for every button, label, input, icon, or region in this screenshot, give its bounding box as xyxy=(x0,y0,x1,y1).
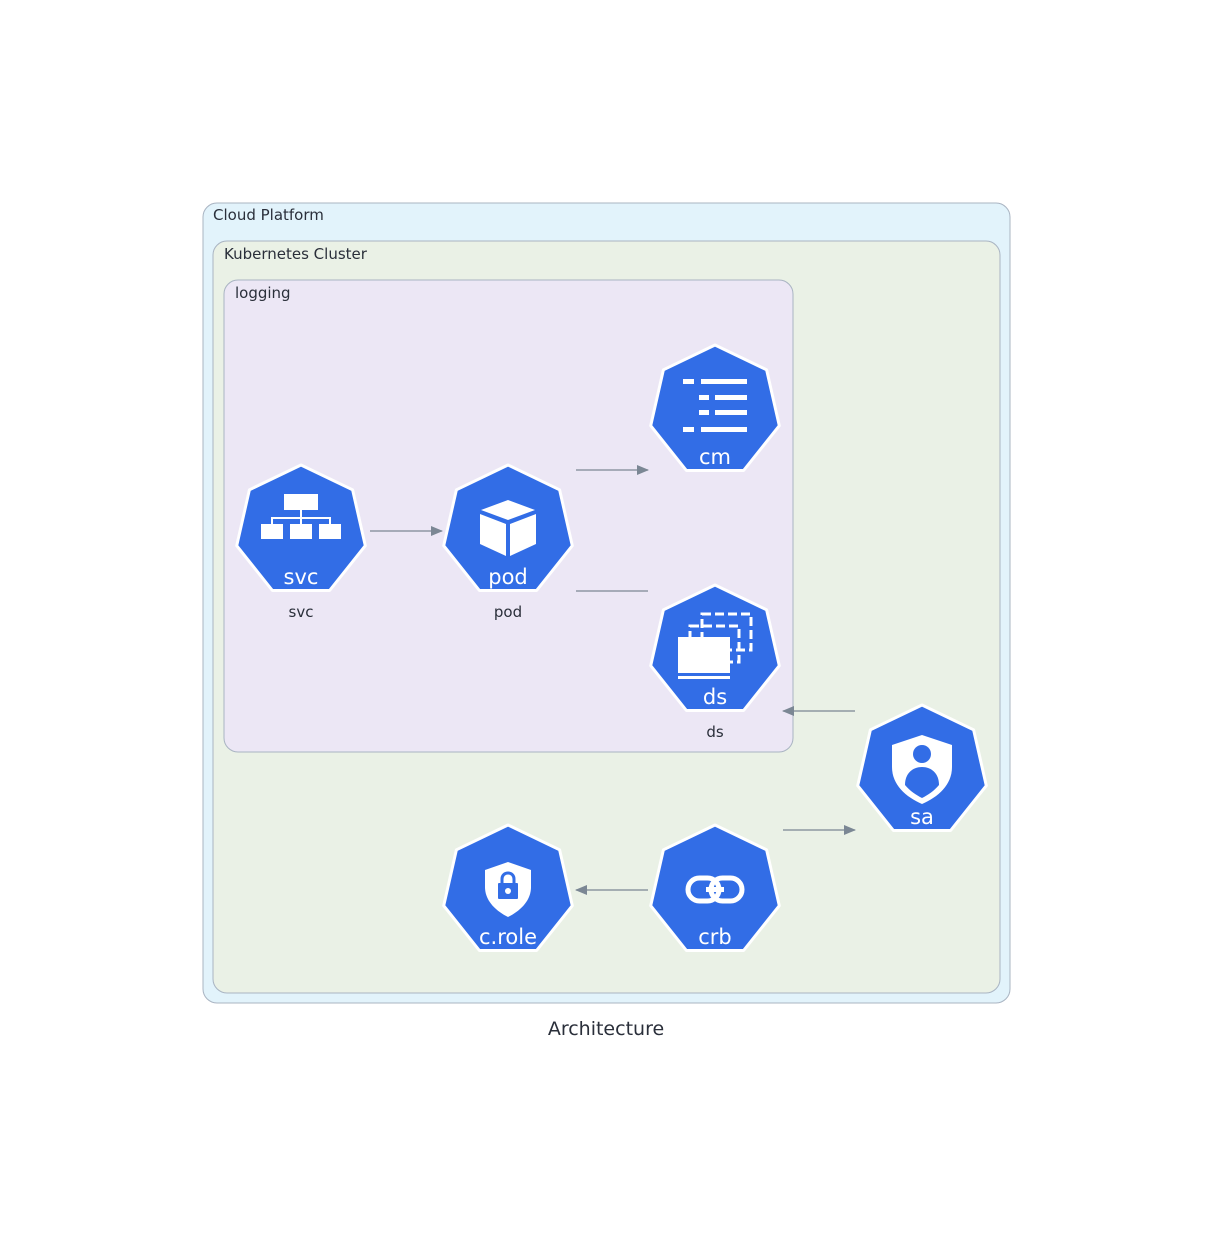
pod-caption: pod xyxy=(494,603,522,621)
crb-node[interactable]: crb xyxy=(649,823,781,952)
configmap-icon xyxy=(683,379,747,432)
service-icon xyxy=(261,494,341,539)
cm-node-label: cm xyxy=(699,445,731,469)
diagram-title: Architecture xyxy=(548,1018,664,1040)
crb-node-label: crb xyxy=(698,925,732,949)
crole-node-label: c.role xyxy=(479,925,537,949)
crole-node[interactable]: c.role xyxy=(442,823,574,952)
svc-node-label: svc xyxy=(284,565,319,589)
ds-node[interactable]: ds xyxy=(649,583,781,712)
edges xyxy=(370,465,856,895)
daemonset-icon xyxy=(678,612,753,679)
pod-node[interactable]: pod xyxy=(442,463,574,592)
service-account-icon xyxy=(892,735,952,804)
ds-node-label: ds xyxy=(703,685,727,709)
logging-namespace-label: logging xyxy=(235,284,291,302)
cm-node[interactable]: cm xyxy=(649,343,781,472)
pod-node-label: pod xyxy=(488,565,528,589)
ds-caption: ds xyxy=(706,723,724,741)
svc-caption: svc xyxy=(289,603,314,621)
pod-icon xyxy=(480,500,536,556)
kubernetes-cluster-label: Kubernetes Cluster xyxy=(224,245,368,263)
cloud-platform-label: Cloud Platform xyxy=(213,206,324,224)
svc-node[interactable]: svc xyxy=(235,463,367,592)
sa-node-label: sa xyxy=(910,805,934,829)
cluster-role-icon xyxy=(485,862,531,917)
sa-node[interactable]: sa xyxy=(856,703,988,832)
